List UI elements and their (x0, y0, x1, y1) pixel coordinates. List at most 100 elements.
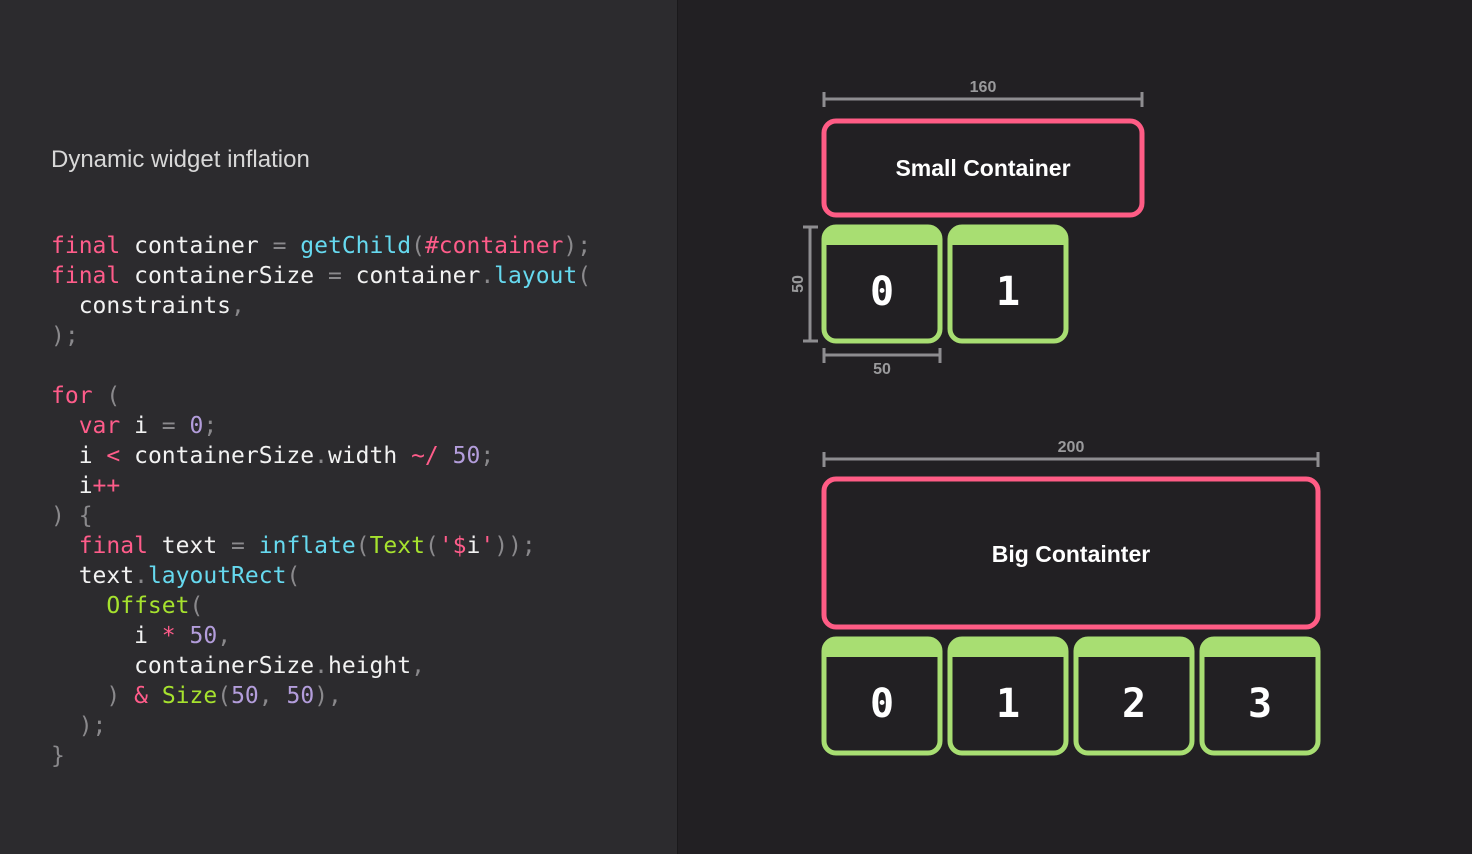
code-token: Text (369, 533, 425, 559)
cell-index-label: 1 (996, 269, 1020, 315)
code-token: * (161, 623, 176, 649)
code-token: } (51, 743, 65, 769)
code-token: ( (424, 533, 439, 559)
big-cell: 3 (1199, 636, 1321, 756)
code-line: } (51, 741, 591, 771)
code-token: containerSize (120, 263, 328, 289)
big-cell: 2 (1073, 636, 1195, 756)
code-token: 50 (231, 683, 259, 709)
code-token: = (161, 413, 176, 439)
code-token: i (51, 443, 107, 469)
small-cell: 0 (821, 224, 943, 344)
code-token: ( (217, 683, 232, 709)
small-width-label: 160 (970, 79, 997, 96)
code-token: i (120, 413, 162, 439)
code-token: ); (78, 713, 107, 739)
small-cell: 1 (947, 224, 1069, 344)
small-container-title: Small Container (895, 155, 1070, 181)
cell-header-bar (1076, 639, 1192, 657)
code-token: . (314, 443, 328, 469)
code-token: , (258, 683, 273, 709)
code-token: 50 (286, 683, 315, 709)
big-width-label: 200 (1058, 439, 1085, 456)
code-token: { (78, 503, 93, 529)
code-token: < (106, 443, 121, 469)
code-line: ); (51, 711, 591, 741)
code-token: 50 (189, 623, 218, 649)
code-token: = (327, 263, 342, 289)
code-line: final text = inflate(Text('$i')); (51, 531, 591, 561)
code-token: layout (494, 263, 578, 289)
cell-header-bar (824, 227, 940, 245)
code-token: ); (563, 233, 592, 259)
code-token: layoutRect (147, 563, 287, 589)
code-token: containerSize (120, 443, 315, 469)
code-line: final containerSize = container.layout( (51, 261, 591, 291)
code-token: ++ (92, 473, 121, 499)
code-token: final (51, 233, 121, 259)
code-token: , (411, 653, 425, 679)
panel-heading: Dynamic widget inflation (51, 146, 310, 173)
code-line: i < containerSize.width ~/ 50; (51, 441, 591, 471)
code-token: . (134, 563, 148, 589)
big-container-title: Big Containter (992, 541, 1150, 567)
code-token: Size (161, 683, 218, 709)
cell-index-label: 0 (870, 269, 894, 315)
code-token: for (51, 383, 93, 409)
code-line: text.layoutRect( (51, 561, 591, 591)
code-token: i (466, 533, 481, 559)
code-token: ' (480, 533, 495, 559)
code-line: containerSize.height, (51, 651, 591, 681)
code-line: var i = 0; (51, 411, 591, 441)
code-line: ) { (51, 501, 591, 531)
code-token: height (327, 653, 412, 679)
cell-header-bar (1202, 639, 1318, 657)
small-width-dimension: 160 (822, 79, 1144, 107)
cell-header-bar (824, 639, 940, 657)
code-token: . (480, 263, 495, 289)
code-token: = (231, 533, 245, 559)
code-token: 50 (452, 443, 481, 469)
code-line: ); (51, 321, 591, 351)
small-cell-width-label: 50 (873, 361, 891, 378)
code-token: , (217, 623, 232, 649)
big-cell: 1 (947, 636, 1069, 756)
cell-index-label: 0 (870, 681, 894, 727)
code-token: constraints (51, 293, 232, 319)
code-token: ; (203, 413, 218, 439)
code-token: . (314, 653, 328, 679)
cell-index-label: 1 (996, 681, 1020, 727)
code-token: Offset (106, 593, 190, 619)
code-line: Offset( (51, 591, 591, 621)
code-token: getChild (300, 233, 412, 259)
code-token: #container (424, 233, 564, 259)
code-token: container (341, 263, 481, 289)
code-line: i * 50, (51, 621, 591, 651)
big-cells: 0 1 2 3 (821, 636, 1321, 756)
small-height-label: 50 (790, 275, 807, 293)
code-token: = (272, 233, 287, 259)
cell-header-bar (950, 227, 1066, 245)
code-token: text (51, 563, 135, 589)
small-height-dimension: 50 (790, 225, 818, 343)
cell-index-label: 2 (1122, 681, 1146, 727)
code-token: i (51, 623, 162, 649)
cell-header-bar (950, 639, 1066, 657)
code-line: ) & Size(50, 50), (51, 681, 591, 711)
code-token: ) (51, 503, 65, 529)
code-token: width (327, 443, 412, 469)
panel-divider (677, 0, 678, 854)
code-token: ~/ (411, 443, 439, 469)
big-container: Big Containter (821, 476, 1321, 630)
code-token: final (51, 263, 121, 289)
code-token: ( (577, 263, 592, 289)
big-container-box (821, 476, 1321, 630)
code-token: container (120, 233, 273, 259)
code-token: containerSize (51, 653, 315, 679)
code-line: for ( (51, 381, 591, 411)
code-token: ( (286, 563, 301, 589)
code-line: constraints, (51, 291, 591, 321)
code-token: ( (189, 593, 204, 619)
